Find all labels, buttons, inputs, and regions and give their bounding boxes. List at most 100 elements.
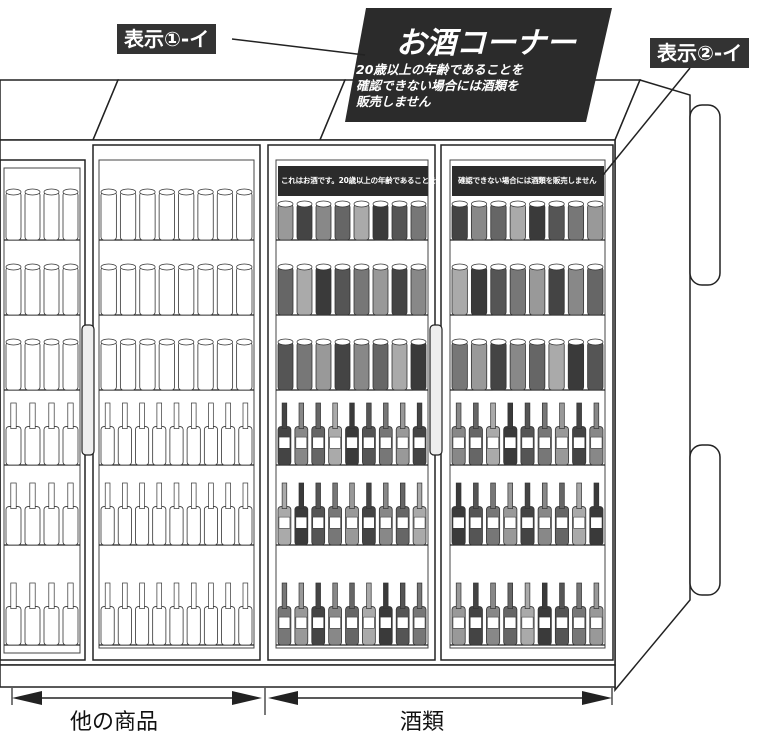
bottle-neck xyxy=(366,402,372,429)
bottle-neck xyxy=(576,482,582,509)
can-top xyxy=(315,263,332,271)
bottle-neck xyxy=(225,482,231,509)
can xyxy=(236,341,253,391)
can-top xyxy=(509,200,526,208)
sign-line-3: 販売しません xyxy=(356,94,431,109)
bottle-neck xyxy=(490,582,496,609)
can xyxy=(372,266,389,316)
bottle-neck xyxy=(576,402,582,429)
bottle-neck xyxy=(315,402,321,429)
bottle-neck xyxy=(399,482,406,509)
bottle-body xyxy=(5,506,22,546)
can-top xyxy=(158,263,175,271)
bottle-neck xyxy=(298,582,305,609)
bottle-body xyxy=(169,426,184,466)
bottle-body xyxy=(100,506,115,546)
can xyxy=(139,341,156,391)
can-top xyxy=(548,200,565,208)
bottle-neck xyxy=(541,402,548,429)
bottle-body xyxy=(238,606,253,646)
can xyxy=(587,341,604,391)
bottle-label xyxy=(573,436,586,449)
bottle-body xyxy=(169,606,184,646)
can-top xyxy=(451,263,468,271)
can xyxy=(587,266,604,316)
can-top xyxy=(391,338,408,346)
bottle-body xyxy=(186,606,201,646)
can-top xyxy=(509,338,526,346)
can xyxy=(548,341,565,391)
bottle-label xyxy=(487,516,499,529)
bottle-label xyxy=(363,436,375,449)
bottle-neck xyxy=(104,482,111,509)
can xyxy=(548,203,565,241)
bottle-neck xyxy=(383,402,389,429)
bottle-neck xyxy=(48,482,55,509)
can xyxy=(315,203,332,241)
can xyxy=(216,266,234,316)
bottle-body xyxy=(100,426,115,466)
bottle-label xyxy=(380,616,392,629)
arrowhead-other-left xyxy=(12,691,42,705)
bottle-neck xyxy=(399,402,406,429)
can xyxy=(470,266,488,316)
can-top xyxy=(548,338,565,346)
door-glass-3 xyxy=(275,159,429,649)
can xyxy=(529,266,546,316)
bottle-label xyxy=(413,516,426,529)
bottle-label xyxy=(504,516,517,529)
bottle-neck xyxy=(29,582,36,609)
can xyxy=(529,203,546,241)
can-top xyxy=(334,263,351,271)
can-top xyxy=(277,263,294,271)
bottle-body xyxy=(203,606,218,646)
hanging-sign xyxy=(345,8,612,122)
side-handle-top xyxy=(689,104,721,286)
bottle-label xyxy=(380,436,392,449)
can-top xyxy=(178,263,195,271)
bottle-neck xyxy=(541,482,548,509)
can xyxy=(296,266,313,316)
bottle-label xyxy=(469,516,482,529)
bottle-neck xyxy=(10,482,17,509)
can xyxy=(43,341,60,391)
can-top xyxy=(24,263,41,271)
can-top xyxy=(43,263,60,271)
bottle-neck xyxy=(139,402,145,429)
bottle-neck xyxy=(507,482,514,509)
can-top xyxy=(120,188,137,196)
bottle-neck xyxy=(208,402,214,429)
bottle-neck xyxy=(490,402,496,429)
bottle-neck xyxy=(104,402,111,429)
door-glass-1 xyxy=(3,167,81,654)
can xyxy=(490,266,507,316)
bottle-neck xyxy=(173,402,180,429)
bottle-neck xyxy=(225,402,231,429)
bottle-body xyxy=(24,426,41,466)
can-top xyxy=(62,188,79,196)
bottle-neck xyxy=(593,402,600,429)
can-top xyxy=(296,263,313,271)
bottle-label xyxy=(556,436,568,449)
can xyxy=(391,266,408,316)
bottle-neck xyxy=(190,482,197,509)
can-top xyxy=(353,338,370,346)
can-top xyxy=(139,263,156,271)
bottle-neck xyxy=(48,402,55,429)
bottle-label xyxy=(396,436,409,449)
bottle-label xyxy=(346,616,358,629)
can xyxy=(587,203,604,241)
bottle-label xyxy=(469,616,482,629)
cabinet-top-middle xyxy=(91,79,347,141)
can-top xyxy=(391,200,408,208)
can xyxy=(277,203,294,241)
bottle-label xyxy=(295,436,308,449)
can-top xyxy=(236,263,253,271)
bottle-body xyxy=(117,506,132,546)
can xyxy=(277,341,294,391)
bottle-neck xyxy=(139,582,145,609)
can-top xyxy=(277,200,294,208)
side-handle-bottom xyxy=(689,444,721,596)
bottle-body xyxy=(62,426,79,466)
sign-title: お酒コーナー xyxy=(396,26,576,61)
